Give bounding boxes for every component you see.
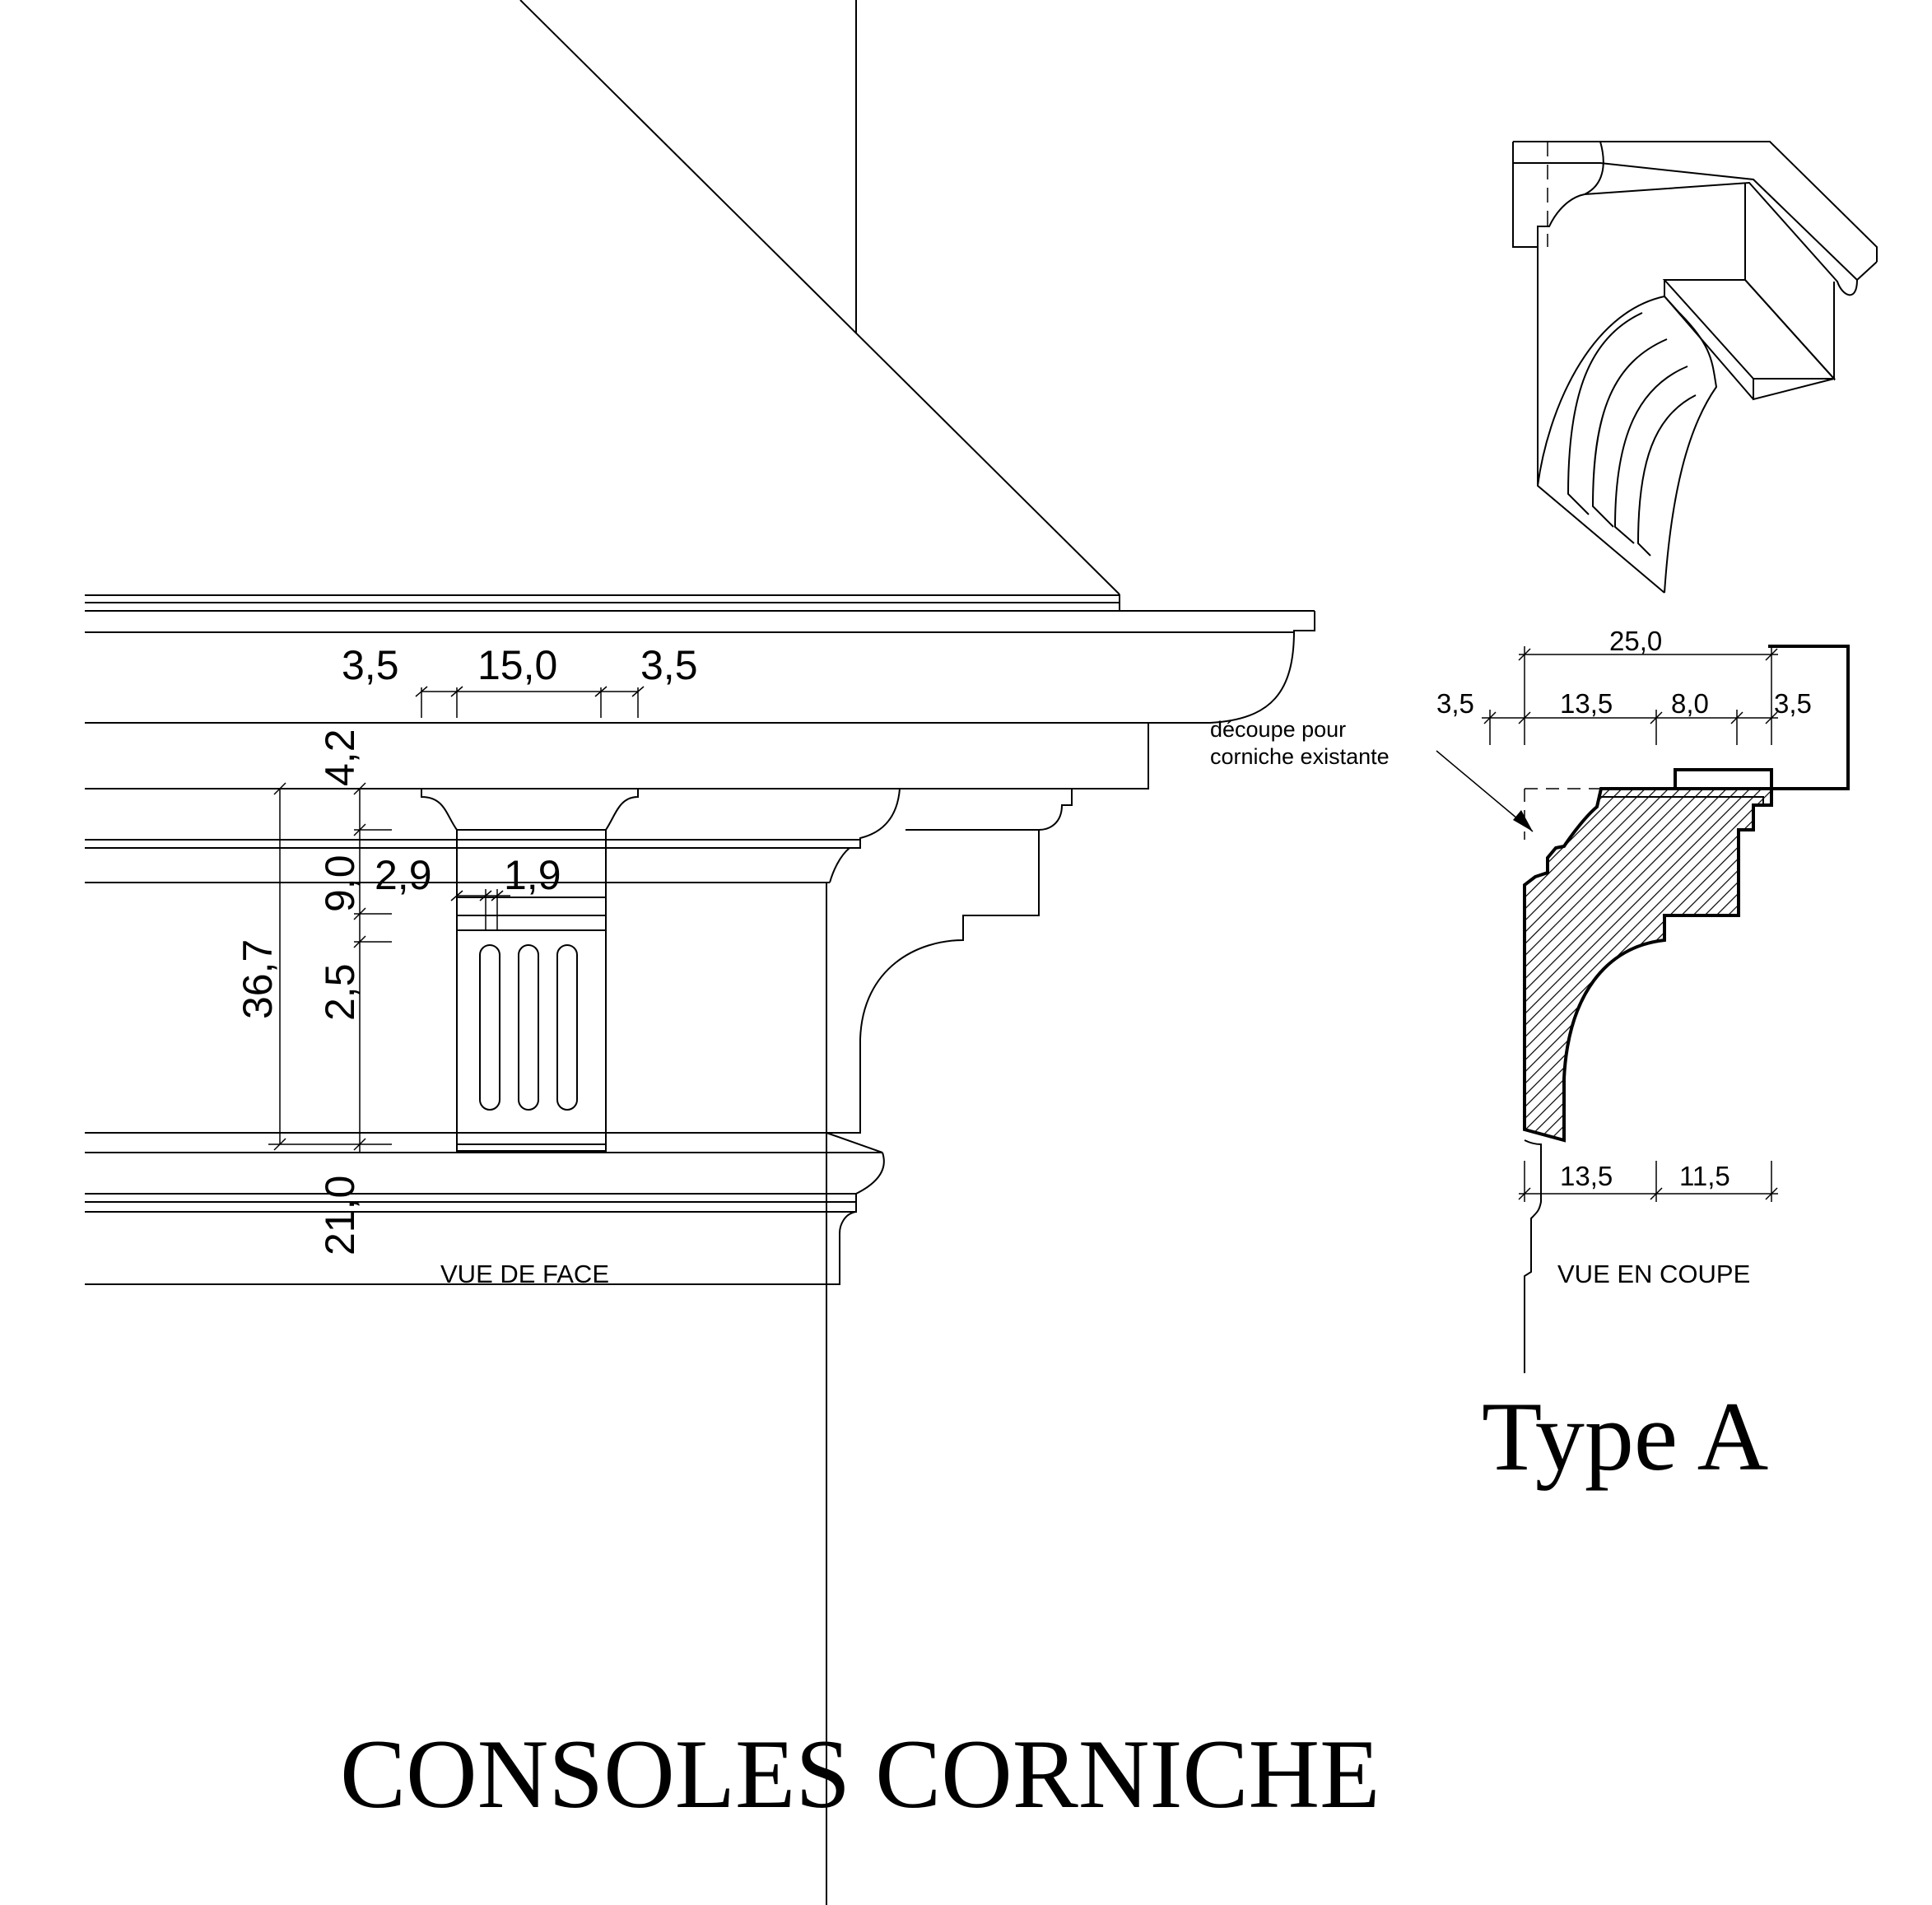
dim-flute-gap: 1,9 (504, 852, 561, 898)
console-axonometric (1512, 141, 1878, 594)
dim-top-left: 3,5 (342, 642, 399, 688)
existing-cornice-block (1674, 768, 1773, 790)
axo-flute (1636, 394, 1697, 557)
section-dim-bottom-1: 13,5 (1560, 1161, 1613, 1191)
section-dim-4: 3,5 (1774, 688, 1812, 719)
axo-flute (1613, 366, 1688, 544)
architrave-profile (829, 788, 901, 883)
front-dimension-lines (268, 686, 645, 1153)
lower-cornice-band (85, 1194, 857, 1203)
note-line-2: corniche existante (1210, 744, 1390, 769)
lower-cornice-line (826, 1132, 883, 1153)
axo-cyma (1584, 141, 1858, 296)
section-dim-total: 25,0 (1609, 626, 1662, 656)
roof-slope-line (519, 0, 1120, 595)
axo-block-front (1744, 183, 1835, 381)
axo-flute (1567, 312, 1643, 515)
console-flute (479, 944, 500, 1111)
axo-flute (1591, 338, 1668, 528)
axo-top-edge (1513, 141, 1878, 262)
lower-cornice-molding (85, 1152, 885, 1195)
axo-block-step (1753, 378, 1835, 401)
dim-total-height: 36,7 (235, 939, 281, 1019)
section-dimension-lines (1482, 646, 1778, 1202)
type-label: Type A (1482, 1381, 1768, 1491)
console-flute (556, 944, 578, 1111)
axo-scroll-outer (1537, 296, 1665, 487)
axo-cap-side (1512, 142, 1538, 248)
lower-cornice-band (85, 1202, 857, 1213)
section-hatched-profile (1523, 787, 1773, 1143)
section-dim-bottom-2: 11,5 (1679, 1161, 1730, 1191)
section-inner-line (1601, 796, 1764, 805)
axo-molding-edge (1513, 162, 1878, 282)
note-arrow-head (1513, 810, 1533, 831)
note-line-1: découpe pour (1210, 717, 1346, 742)
console-front-body (456, 829, 607, 1152)
front-view-caption: VUE DE FACE (440, 1260, 609, 1288)
corona-molding (85, 611, 1315, 724)
axo-block-side (1664, 280, 1754, 400)
dim-vertical-4: 21,0 (317, 1176, 363, 1255)
dim-top-middle: 15,0 (477, 642, 557, 688)
axo-scroll-front (1664, 296, 1718, 594)
section-view: 25,0 3,5 13,5 8,0 3,5 13,5 11,5 découpe … (1210, 626, 1850, 1373)
front-view: 3,5 15,0 3,5 36,7 4,2 9,0 2,5 21,0 2,9 1… (85, 0, 1315, 1905)
lower-frieze (85, 1211, 857, 1285)
dim-vertical-1: 4,2 (317, 729, 363, 786)
section-dim-3: 8,0 (1671, 688, 1709, 719)
axo-block-top (1662, 279, 1837, 380)
dim-vertical-3: 2,5 (317, 963, 363, 1021)
dim-vertical-2: 9,0 (317, 855, 363, 912)
drawing-title: CONSOLES CORNICHE (340, 1719, 1380, 1828)
section-view-caption: VUE EN COUPE (1557, 1260, 1750, 1288)
dim-top-right: 3,5 (640, 642, 698, 688)
section-wall-profile (1524, 1139, 1542, 1373)
console-capital-side (1038, 789, 1073, 831)
section-dim-2: 13,5 (1560, 688, 1613, 719)
bed-molding (85, 723, 1149, 789)
axo-cap-profile (1537, 193, 1585, 247)
existing-cornice-outline (1768, 645, 1850, 790)
dim-flute-width: 2,9 (375, 852, 432, 898)
console-flute (518, 944, 539, 1111)
console-side-profile (826, 829, 1040, 1134)
console-capital (421, 789, 639, 831)
section-dim-1: 3,5 (1436, 688, 1474, 719)
